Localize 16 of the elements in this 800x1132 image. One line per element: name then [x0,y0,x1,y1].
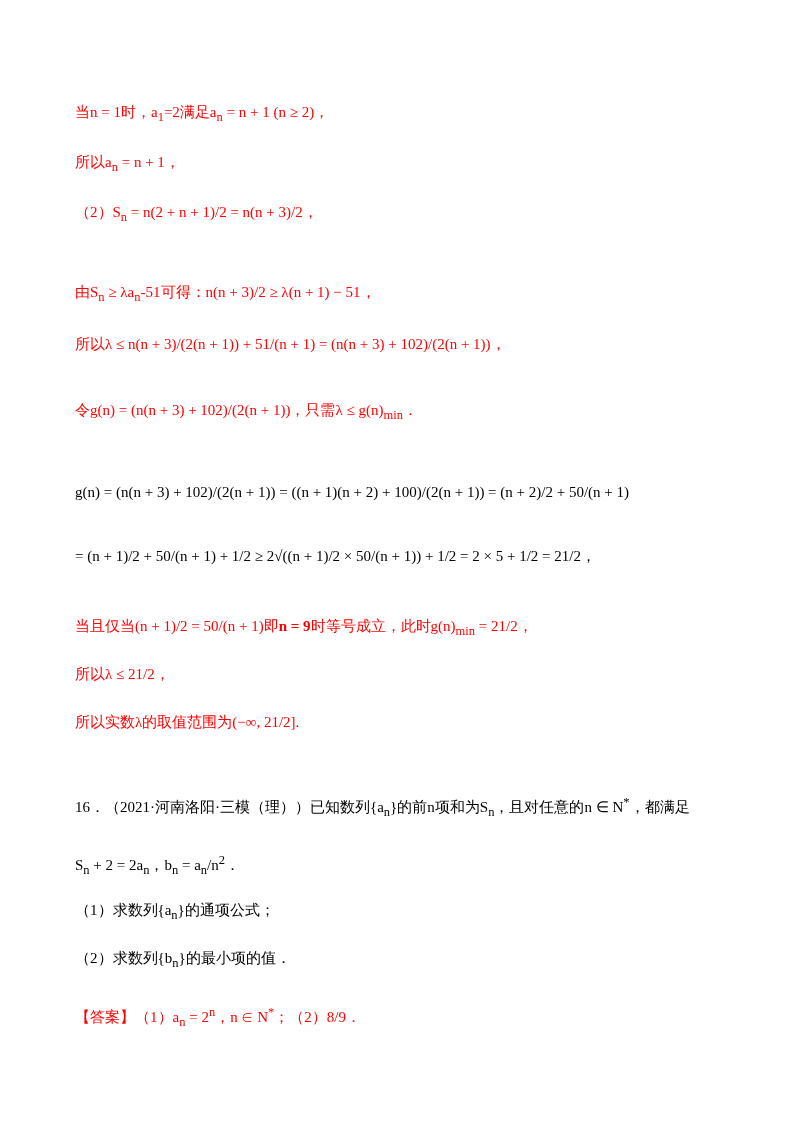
question-text: （2）求数列{b$_{n}$}的最小项的值． [75,949,291,972]
question-text: S$_{n}$ + 2 = 2a$_{n}$，b$_{n}$ = a$_{n}$/n$^{2}$． [75,852,240,879]
equation-text: g(n) = (n(n + 3) + 102)/(2(n + 1)) = ((n + 1)(n + 2) + 100)/(2(n + 1)) = (n + 2)/2 + 50/(n + 1) [75,483,630,502]
solution-text: 由S$_{n}$ ≥ λa$_{n}$-51可得：n(n + 3)/2 ≥ λ(n + 1) − 51， [75,283,376,306]
solution-text: 当且仅当(n + 1)/2 = 50/(n + 1)即n = 9时等号成立，此时g(n)$_{min}$ = 21/2， [75,617,533,640]
solution-text: 所以λ ≤ 21/2， [75,665,170,684]
question-text: 16．（2021·河南洛阳·三模（理））已知数列{a$_{n}$}的前n项和为S$_{n}$，且对任意的n ∈ N$^{*}$，都满足 [75,794,690,821]
solution-text: 所以λ ≤ n(n + 3)/(2(n + 1)) + 51/(n + 1) = (n(n + 3) + 102)/(2(n + 1))， [75,335,506,354]
solution-text: 令g(n) = (n(n + 3) + 102)/(2(n + 1))，只需λ ≤ g(n)$_{min}$． [75,401,418,424]
solution-text: 所以实数λ的取值范围为(−∞, 21/2]. [75,713,300,732]
answer-text: 【答案】（1）a$_{n}$ = 2$^{n}$，n ∈ N$^{*}$；（2）8/9． [75,1004,361,1031]
solution-text: （2）S$_{n}$ = n(2 + n + 1)/2 = n(n + 3)/2， [75,203,318,226]
solution-text: 所以a$_{n}$ = n + 1， [75,153,180,176]
equation-text: = (n + 1)/2 + 50/(n + 1) + 1/2 ≥ 2√((n + 1)/2 × 50/(n + 1)) + 1/2 = 2 × 5 + 1/2 = 21/2， [75,547,596,566]
question-text: （1）求数列{a$_{n}$}的通项公式； [75,901,275,924]
solution-text: 当n = 1时，a$_{1}$=2满足a$_{n}$ = n + 1 (n ≥ 2)， [75,103,330,126]
